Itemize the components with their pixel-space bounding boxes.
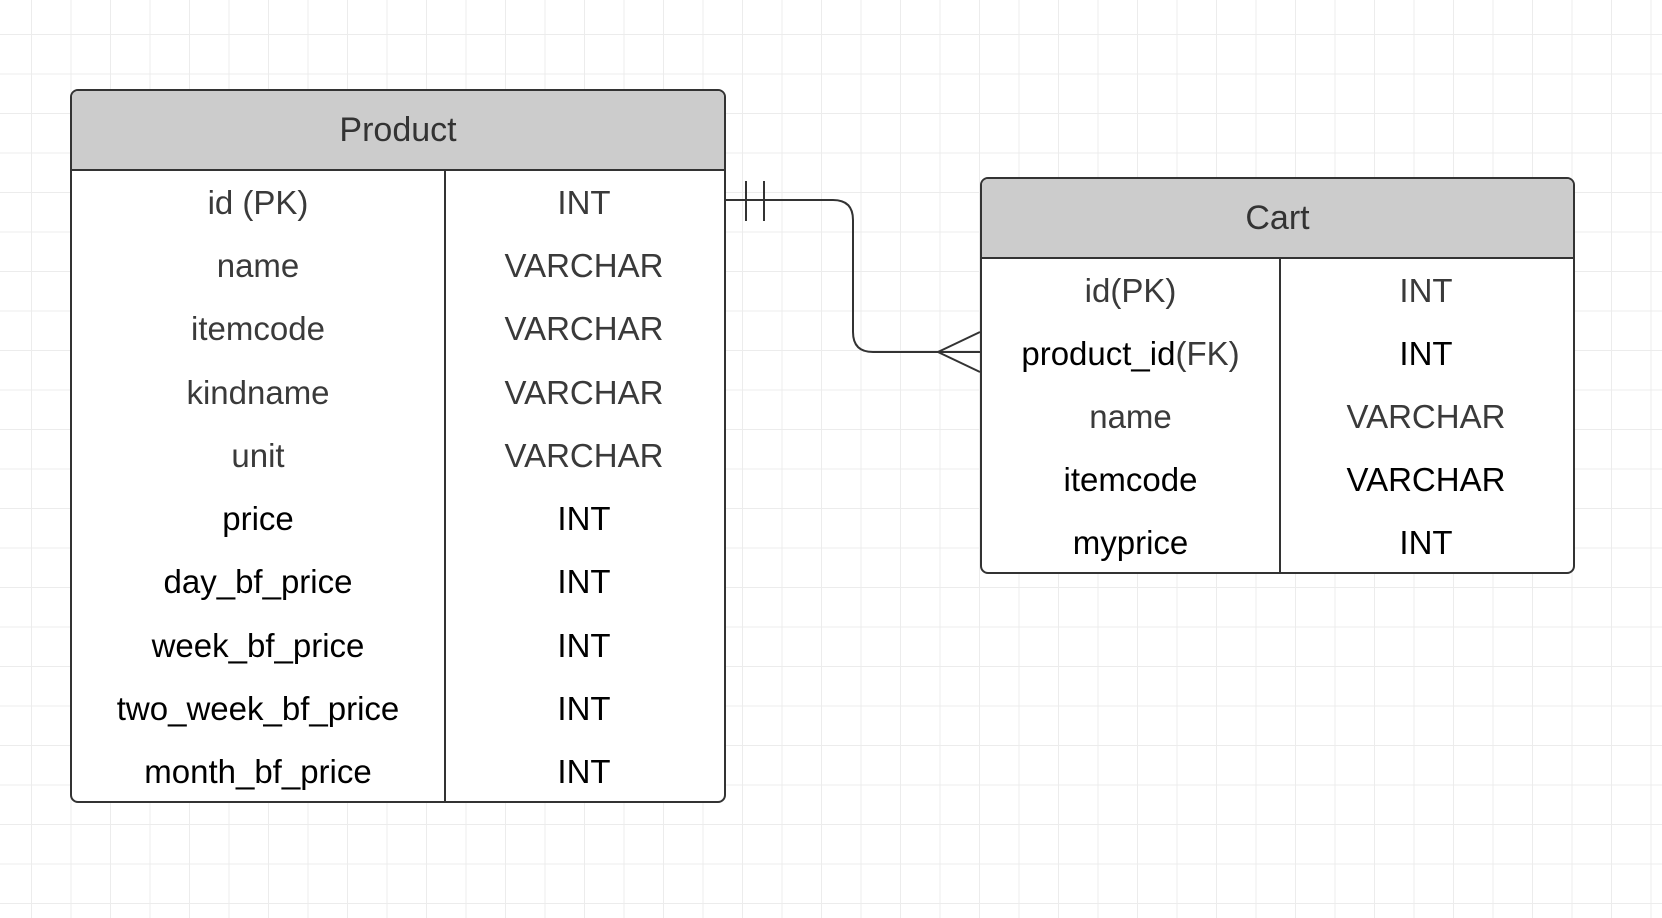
- crows-foot-many-marker: [937, 331, 981, 373]
- entity-title: Cart: [982, 179, 1573, 259]
- field-type: VARCHAR: [504, 373, 664, 411]
- field-type: INT: [557, 563, 611, 601]
- entity-fields: id (PK) INT name VARCHAR itemcode VARCHA…: [72, 171, 724, 801]
- field-row[interactable]: kindname VARCHAR: [72, 361, 724, 424]
- field-name: product_id(FK): [982, 322, 1279, 385]
- field-row[interactable]: itemcode VARCHAR: [982, 448, 1573, 511]
- field-row[interactable]: itemcode VARCHAR: [72, 298, 724, 361]
- field-row[interactable]: unit VARCHAR: [72, 424, 724, 487]
- field-row[interactable]: id(PK) INT: [982, 259, 1573, 322]
- field-name: id (PK): [207, 183, 309, 221]
- column-divider: [1279, 259, 1281, 572]
- field-name-main: product_id: [1021, 334, 1176, 372]
- field-name: kindname: [186, 373, 330, 411]
- entity-cart[interactable]: Cart id(PK) INT product_id(FK) INT name …: [980, 177, 1575, 574]
- field-type: INT: [1399, 334, 1453, 372]
- field-name: unit: [231, 436, 285, 474]
- field-name: id(PK): [1084, 271, 1177, 309]
- field-name: name: [1089, 397, 1172, 435]
- field-type: INT: [557, 690, 611, 728]
- field-type: VARCHAR: [504, 310, 664, 348]
- field-row[interactable]: week_bf_price INT: [72, 614, 724, 677]
- field-type: INT: [557, 753, 611, 791]
- field-row[interactable]: product_id(FK) INT: [982, 322, 1573, 385]
- field-type: VARCHAR: [504, 436, 664, 474]
- field-type: VARCHAR: [504, 246, 664, 284]
- field-type: INT: [1399, 271, 1453, 309]
- field-name: myprice: [1072, 523, 1189, 561]
- field-row[interactable]: month_bf_price INT: [72, 741, 724, 801]
- field-row[interactable]: id (PK) INT: [72, 171, 724, 234]
- field-type: VARCHAR: [1346, 460, 1506, 498]
- field-name: name: [216, 246, 300, 284]
- field-name: itemcode: [1063, 460, 1198, 498]
- one-and-only-one-marker: [745, 181, 765, 221]
- field-type: INT: [557, 183, 611, 221]
- field-name: price: [222, 500, 294, 538]
- column-divider: [444, 171, 446, 801]
- field-type: VARCHAR: [1346, 397, 1506, 435]
- field-row[interactable]: two_week_bf_price INT: [72, 677, 724, 740]
- field-name: week_bf_price: [151, 626, 365, 664]
- entity-fields: id(PK) INT product_id(FK) INT name VARCH…: [982, 259, 1573, 572]
- field-name: itemcode: [191, 310, 325, 348]
- field-type: INT: [557, 500, 611, 538]
- field-name: two_week_bf_price: [116, 690, 400, 728]
- entity-title: Product: [72, 91, 724, 171]
- field-row[interactable]: day_bf_price INT: [72, 551, 724, 614]
- field-row[interactable]: name VARCHAR: [982, 385, 1573, 448]
- field-name: month_bf_price: [144, 753, 372, 791]
- field-name: day_bf_price: [163, 563, 353, 601]
- field-type: INT: [557, 626, 611, 664]
- connector-line[interactable]: [726, 199, 980, 353]
- field-type: INT: [1399, 523, 1453, 561]
- entity-product[interactable]: Product id (PK) INT name VARCHAR itemcod…: [70, 89, 726, 803]
- foreign-key-suffix: (FK): [1175, 334, 1240, 372]
- field-row[interactable]: name VARCHAR: [72, 234, 724, 297]
- field-row[interactable]: myprice INT: [982, 511, 1573, 572]
- field-row[interactable]: price INT: [72, 487, 724, 550]
